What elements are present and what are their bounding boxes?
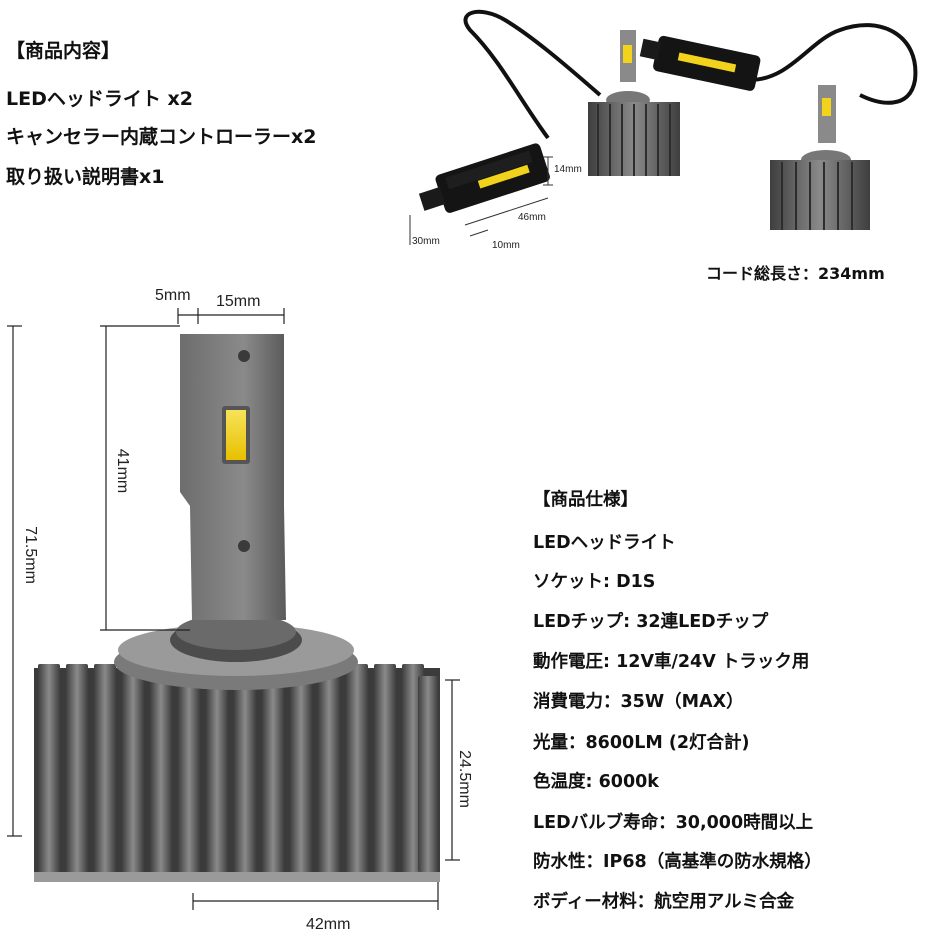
package-item: 取り扱い説明書x1 (6, 166, 165, 188)
dimension-lines (7, 308, 460, 910)
package-heading: 【商品内容】 (6, 40, 121, 62)
total-height-label: 71.5mm (22, 526, 39, 584)
controller-length-label: 46mm (518, 212, 546, 223)
spec-heading: 【商品仕様】 (533, 490, 638, 510)
spec-item: 消費電力：35W（MAX） (533, 692, 744, 712)
spec-item: 色温度: 6000k (533, 772, 659, 792)
neck-height-label: 41mm (114, 448, 131, 494)
base-width-label: 42mm (306, 916, 351, 933)
spec-item: 光量：8600LM (2灯合計) (533, 733, 750, 753)
spec-item: LEDヘッドライト (533, 533, 676, 553)
controller-height-label: 14mm (554, 164, 582, 175)
controller-plug-label: 10mm (492, 240, 520, 251)
spec-item: LEDバルブ寿命：30,000時間以上 (533, 813, 814, 833)
controller-width-label: 30mm (412, 236, 440, 247)
package-item: LEDヘッドライト x2 (6, 88, 193, 110)
spec-item: LEDチップ: 32連LEDチップ (533, 612, 769, 632)
tab-width-label: 15mm (216, 293, 261, 310)
spec-item: ソケット: D1S (533, 572, 656, 592)
spec-item: 動作電圧: 12V車/24V トラック用 (533, 652, 810, 672)
cord-length-label: コード総長さ：234mm (706, 264, 885, 283)
base-height-label: 24.5mm (456, 750, 473, 808)
spec-item: 防水性：IP68（高基準の防水規格） (533, 852, 822, 872)
package-item: キャンセラー内蔵コントローラーx2 (6, 126, 317, 148)
tab-offset-label: 5mm (155, 287, 191, 304)
spec-item: ボディー材料：航空用アルミ合金 (533, 892, 795, 912)
controller-set-image (409, 9, 918, 245)
main-bulb-image (34, 334, 440, 882)
